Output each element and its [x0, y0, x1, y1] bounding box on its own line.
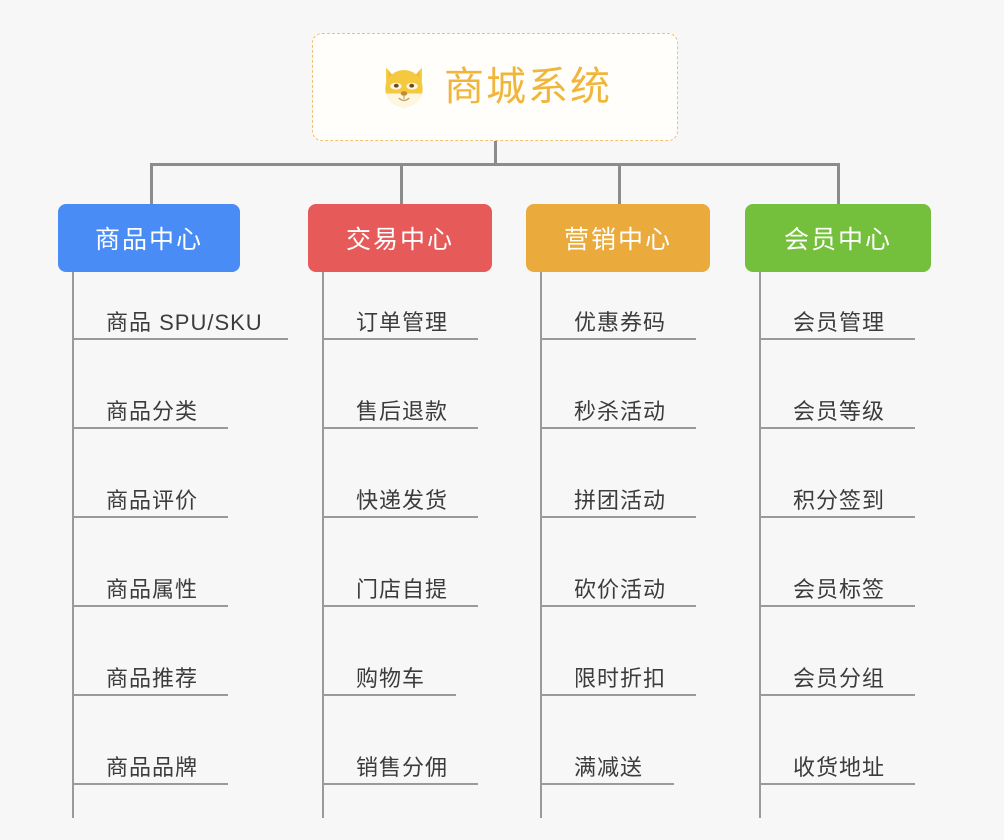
leaf-item[interactable]: 会员等级	[759, 385, 915, 429]
leaf-label: 售后退款	[356, 398, 449, 424]
connector-drop-product-center	[150, 163, 153, 205]
leaf-item[interactable]: 砍价活动	[540, 563, 696, 607]
leaf-item[interactable]: 满减送	[540, 741, 674, 785]
leaf-item[interactable]: 快递发货	[322, 474, 478, 518]
leaf-item[interactable]: 积分签到	[759, 474, 915, 518]
column-spine-marketing-center	[540, 272, 542, 818]
connector-drop-marketing-center	[618, 163, 621, 205]
category-label: 交易中心	[345, 226, 454, 254]
category-header-product-center[interactable]: 商品中心	[58, 204, 240, 272]
leaf-label: 会员标签	[793, 576, 886, 602]
leaf-label: 商品品牌	[106, 754, 199, 780]
leaf-label: 会员分组	[793, 665, 886, 691]
leaf-item[interactable]: 商品评价	[72, 474, 228, 518]
category-header-member-center[interactable]: 会员中心	[745, 204, 931, 272]
leaf-label: 门店自提	[356, 576, 449, 602]
category-header-marketing-center[interactable]: 营销中心	[526, 204, 710, 272]
leaf-label: 秒杀活动	[574, 398, 667, 424]
leaf-label: 会员等级	[793, 398, 886, 424]
leaf-label: 限时折扣	[574, 665, 667, 691]
leaf-label: 商品分类	[106, 398, 199, 424]
leaf-label: 订单管理	[356, 309, 449, 335]
leaf-label: 商品 SPU/SKU	[106, 309, 263, 335]
connector-root-stem	[494, 141, 497, 165]
column-spine-trade-center	[322, 272, 324, 818]
shiba-dog-emoji	[378, 61, 430, 113]
leaf-label: 商品属性	[106, 576, 199, 602]
category-label: 会员中心	[783, 226, 892, 254]
leaf-item[interactable]: 商品推荐	[72, 652, 228, 696]
category-label: 商品中心	[94, 226, 203, 254]
leaf-item[interactable]: 拼团活动	[540, 474, 696, 518]
leaf-item[interactable]: 商品分类	[72, 385, 228, 429]
leaf-label: 砍价活动	[574, 576, 667, 602]
leaf-label: 收货地址	[793, 754, 886, 780]
column-spine-member-center	[759, 272, 761, 818]
root-node[interactable]: 商城系统	[312, 33, 678, 141]
leaf-label: 拼团活动	[574, 487, 667, 513]
leaf-label: 满减送	[574, 754, 644, 780]
leaf-label: 快递发货	[356, 487, 449, 513]
leaf-label: 销售分佣	[356, 754, 449, 780]
leaf-label: 会员管理	[793, 309, 886, 335]
connector-horizontal-bus	[150, 163, 840, 166]
leaf-label: 商品推荐	[106, 665, 199, 691]
column-spine-product-center	[72, 272, 74, 818]
root-title: 商城系统	[444, 65, 612, 109]
connector-drop-trade-center	[400, 163, 403, 205]
leaf-item[interactable]: 会员标签	[759, 563, 915, 607]
leaf-item[interactable]: 商品 SPU/SKU	[72, 296, 288, 340]
category-header-trade-center[interactable]: 交易中心	[308, 204, 492, 272]
leaf-item[interactable]: 门店自提	[322, 563, 478, 607]
leaf-item[interactable]: 商品属性	[72, 563, 228, 607]
leaf-item[interactable]: 商品品牌	[72, 741, 228, 785]
leaf-item[interactable]: 订单管理	[322, 296, 478, 340]
connector-drop-member-center	[837, 163, 840, 205]
leaf-item[interactable]: 售后退款	[322, 385, 478, 429]
leaf-item[interactable]: 限时折扣	[540, 652, 696, 696]
leaf-item[interactable]: 秒杀活动	[540, 385, 696, 429]
leaf-item[interactable]: 优惠券码	[540, 296, 696, 340]
leaf-item[interactable]: 购物车	[322, 652, 456, 696]
leaf-item[interactable]: 会员管理	[759, 296, 915, 340]
leaf-label: 积分签到	[793, 487, 886, 513]
leaf-item[interactable]: 销售分佣	[322, 741, 478, 785]
leaf-label: 购物车	[356, 665, 426, 691]
leaf-label: 商品评价	[106, 487, 199, 513]
category-label: 营销中心	[563, 226, 672, 254]
leaf-label: 优惠券码	[574, 309, 667, 335]
leaf-item[interactable]: 收货地址	[759, 741, 915, 785]
leaf-item[interactable]: 会员分组	[759, 652, 915, 696]
